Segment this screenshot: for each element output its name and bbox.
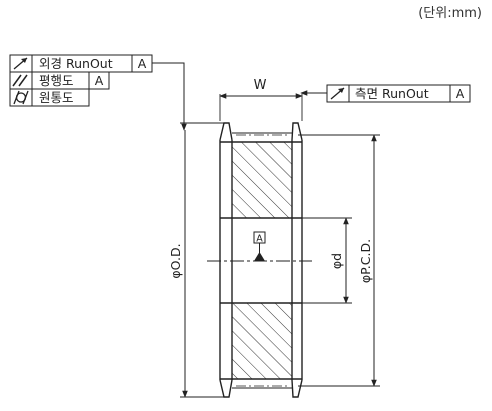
od-label: φO.D. [168, 243, 183, 278]
circular-runout-icon [13, 57, 28, 70]
hatch-bottom [232, 303, 292, 379]
leader-line [152, 62, 187, 131]
frame-datum: A [95, 73, 104, 88]
datum-a-label: A [256, 234, 263, 245]
tolerance-frame-left: 외경 RunOut A 평행도 A 원통도 [9, 54, 187, 131]
frame-text-cylindricity: 원통도 [39, 90, 74, 105]
flange-top-left [219, 122, 233, 141]
dimensions: W φO.D. φP.C.D. φd [168, 78, 380, 398]
flange-bottom-left [219, 379, 233, 398]
pcd-label: φP.C.D. [358, 239, 373, 283]
bore-label: φd [329, 253, 344, 269]
frame-cell [88, 71, 110, 90]
frame-cell [9, 71, 33, 90]
pulley-section: A [207, 122, 312, 398]
parallelism-icon [12, 74, 28, 87]
frame-cell [31, 88, 90, 107]
unit-label: (단위:mm) [418, 6, 482, 21]
circular-runout-icon [330, 87, 345, 100]
hatch-top [232, 142, 292, 218]
frame-datum: A [456, 86, 465, 101]
flange-bottom-right [291, 379, 303, 398]
frame-cell [9, 88, 33, 107]
width-label: W [254, 78, 267, 93]
flange-top-right [291, 122, 303, 141]
cylindricity-icon [13, 90, 29, 105]
frame-text-parallelism: 평행도 [39, 73, 74, 88]
frame-text-outer-runout: 외경 RunOut [39, 56, 113, 71]
datum-a-symbol [253, 231, 266, 261]
frame-cell [449, 84, 471, 103]
tolerance-frame-right: 측면 RunOut A [300, 84, 471, 103]
frame-datum: A [138, 56, 147, 71]
frame-text-side-runout: 측면 RunOut [355, 86, 429, 101]
